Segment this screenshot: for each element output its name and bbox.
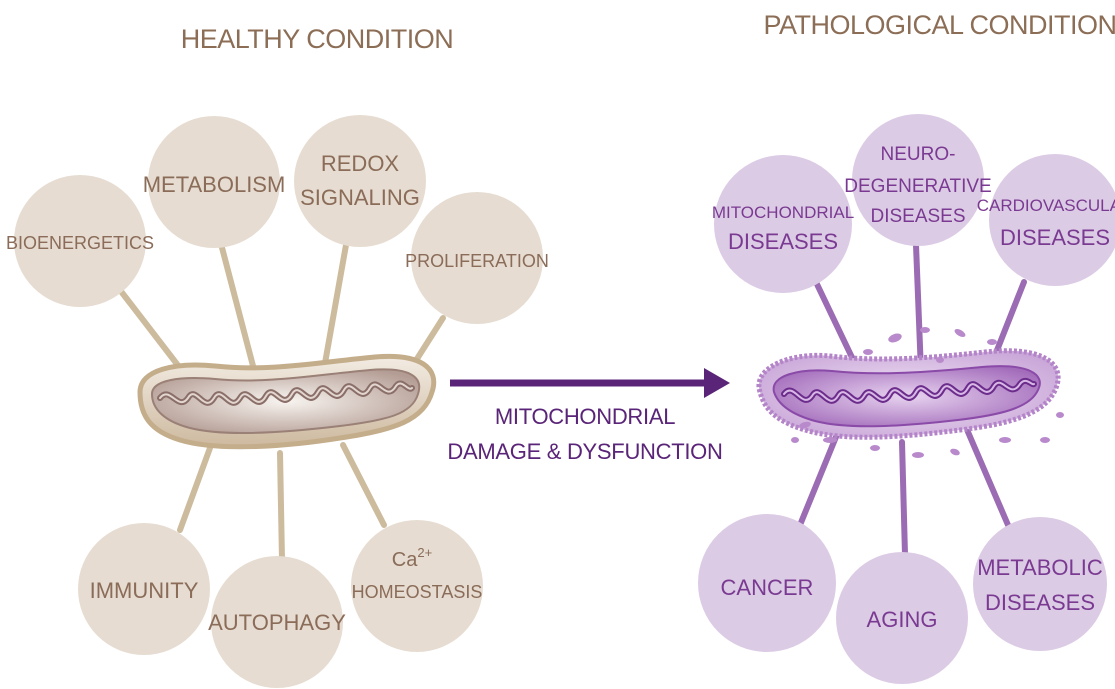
node-redox-signaling xyxy=(294,115,426,247)
label-cardiovascular: CARDIOVASCULAR xyxy=(977,196,1115,215)
node-cardiovascular-diseases xyxy=(989,154,1115,286)
label-mitochondrial: MITOCHONDRIAL xyxy=(712,203,854,222)
pathological-title: PATHOLOGICAL CONDITION xyxy=(763,10,1115,40)
label-neuro: NEURO- xyxy=(881,144,956,165)
label-redox: REDOX xyxy=(321,151,400,176)
label-neuro-diseases: DISEASES xyxy=(870,206,965,227)
label-aging: AGING xyxy=(867,607,938,632)
label-degenerative: DEGENERATIVE xyxy=(844,176,991,197)
label-immunity: IMMUNITY xyxy=(90,578,199,603)
healthy-mitochondrion xyxy=(140,356,434,446)
label-homeostasis: HOMEOSTASIS xyxy=(352,582,483,602)
label-bioenergetics: BIOENERGETICS xyxy=(6,233,154,253)
label-metabolic: METABOLIC xyxy=(977,555,1103,580)
arrow-label-line1: MITOCHONDRIAL xyxy=(495,404,675,429)
label-metabolism: METABOLISM xyxy=(143,172,286,197)
label-cardiovascular-diseases: DISEASES xyxy=(1000,225,1110,250)
label-cancer: CANCER xyxy=(721,575,814,600)
node-mitochondrial-diseases xyxy=(714,155,852,293)
healthy-title: HEALTHY CONDITION xyxy=(181,24,454,54)
node-metabolic-diseases xyxy=(973,517,1107,651)
label-autophagy: AUTOPHAGY xyxy=(208,610,346,635)
label-proliferation: PROLIFERATION xyxy=(405,251,549,271)
label-calcium-base: Ca xyxy=(392,549,418,571)
arrow-label-line2: DAMAGE & DYSFUNCTION xyxy=(447,439,722,464)
transition-arrow xyxy=(450,368,730,398)
label-metabolic-diseases: DISEASES xyxy=(985,590,1095,615)
label-calcium-sup: 2+ xyxy=(417,545,432,560)
label-signaling: SIGNALING xyxy=(300,185,420,210)
label-mitochondrial-diseases: DISEASES xyxy=(728,229,838,254)
